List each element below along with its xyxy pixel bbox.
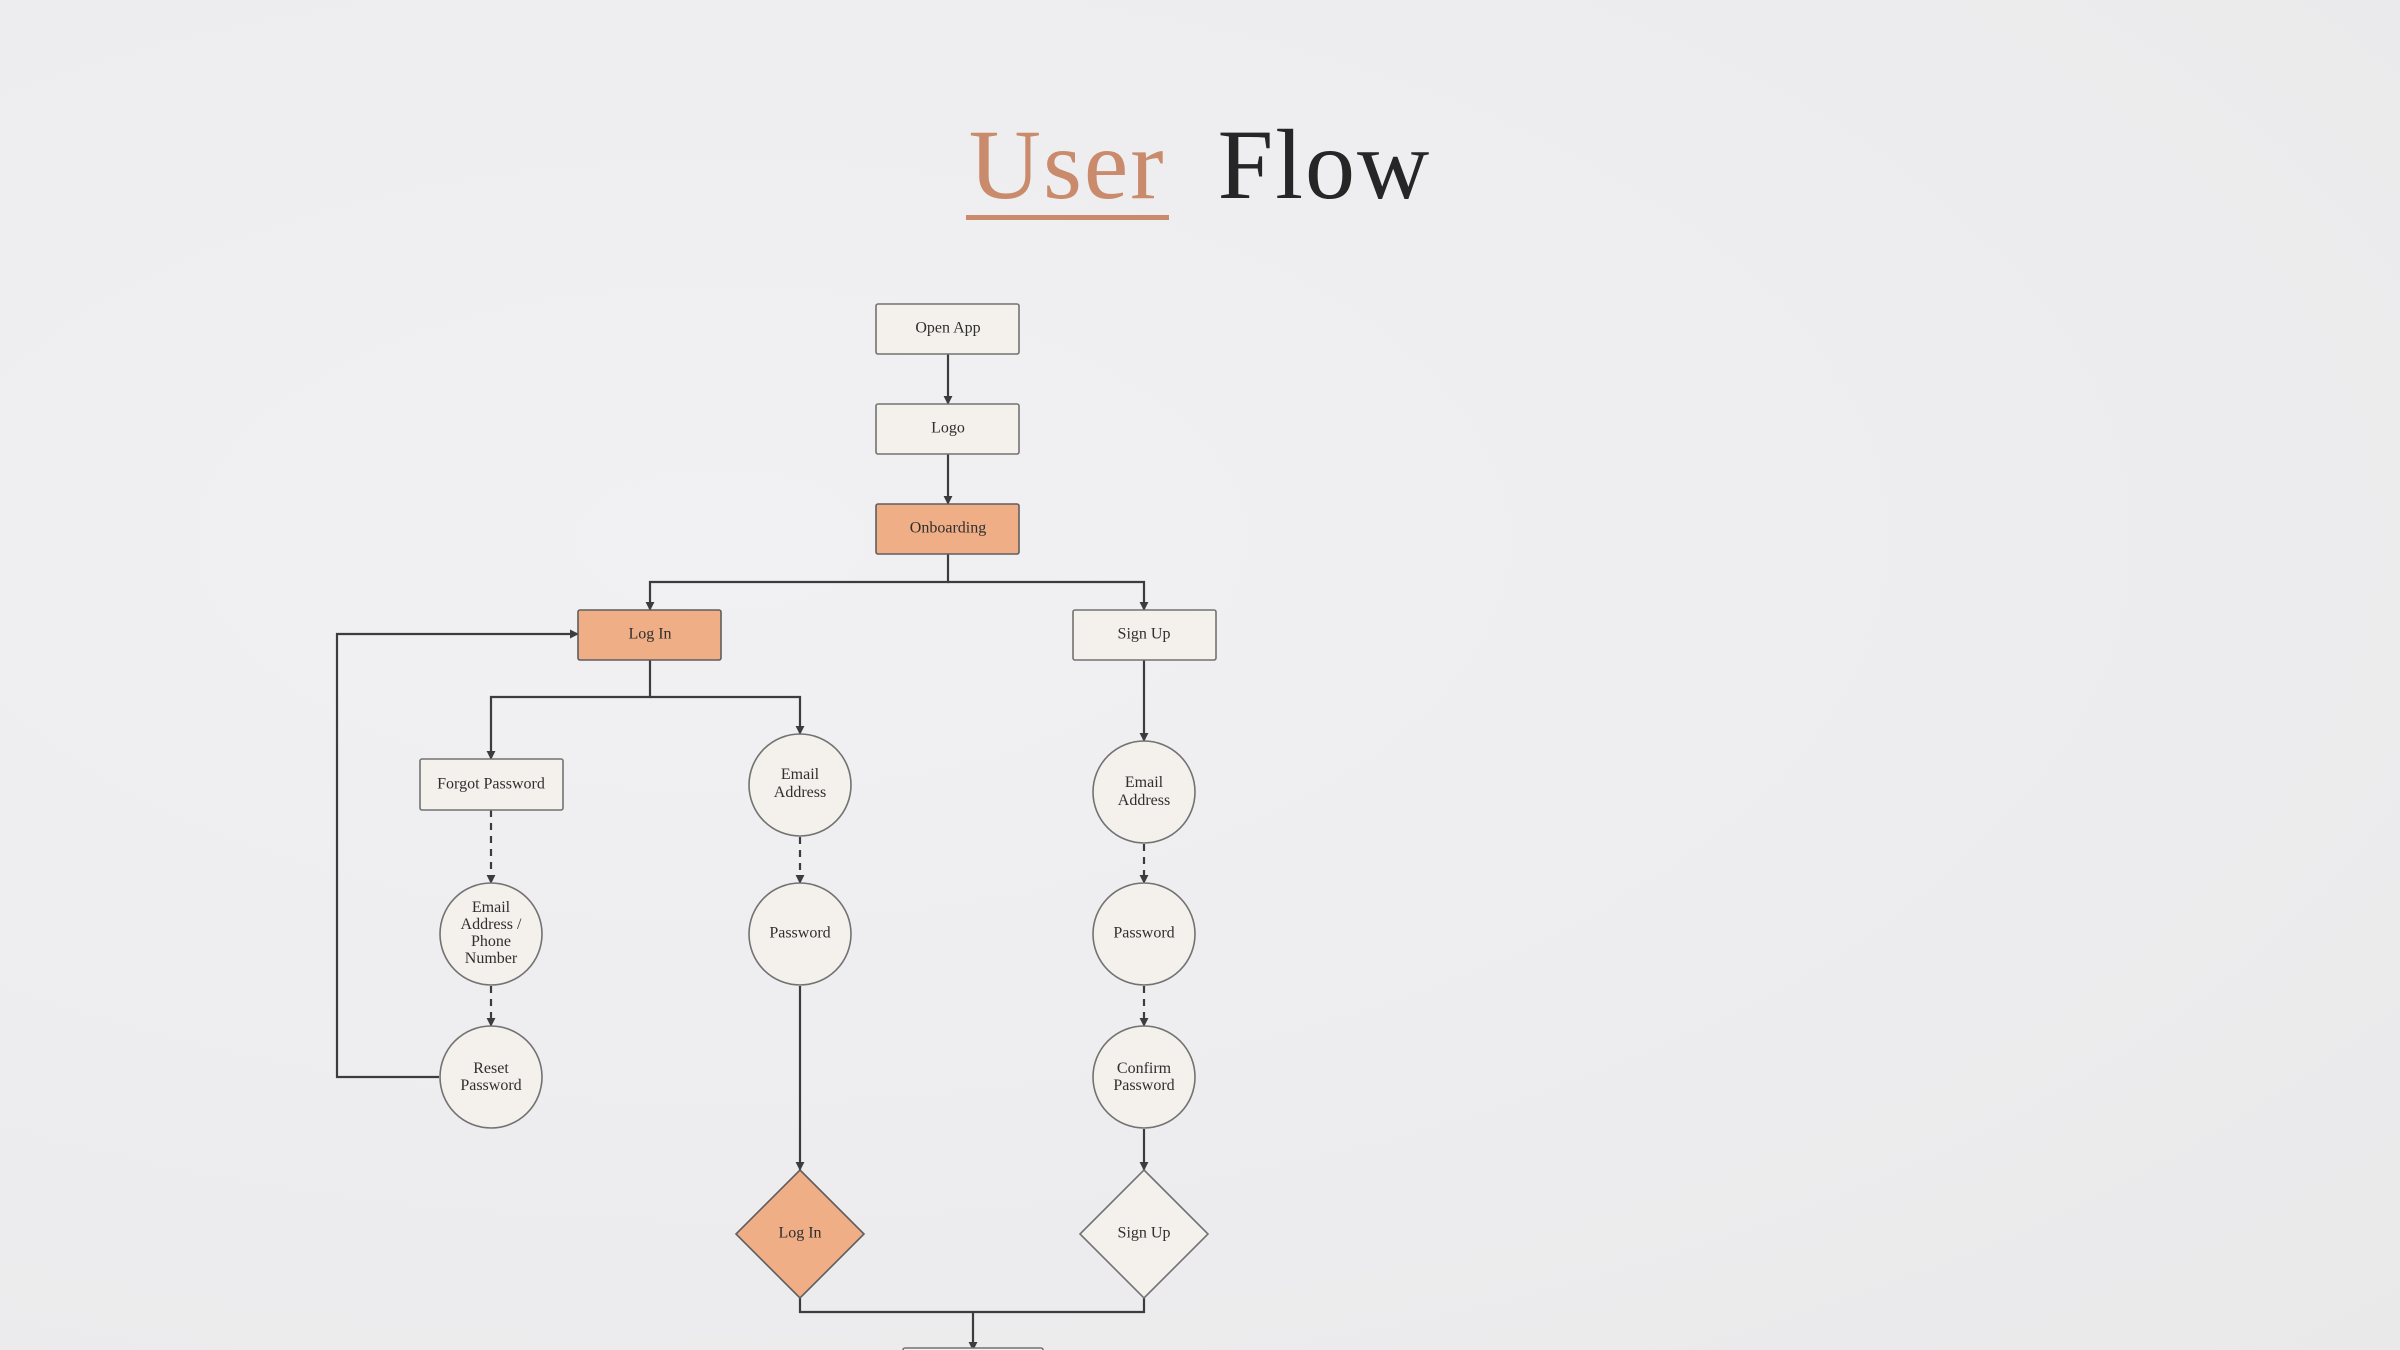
node-forgot-password: Forgot Password: [419, 758, 564, 811]
node-confirm-password-label-1: Confirm: [1117, 1060, 1172, 1077]
node-reset-contact-label-4: Number: [465, 950, 518, 967]
node-onboarding: Onboarding: [875, 503, 1020, 555]
node-logo: Logo: [875, 403, 1020, 455]
edge-login-email: [650, 695, 805, 735]
node-reset-contact-label-1: Email: [472, 899, 511, 916]
title-word-user: User: [965, 100, 1169, 230]
node-signup-email-label-2: Address: [1118, 792, 1170, 809]
node-logo-label: Logo: [931, 420, 965, 437]
node-reset-contact-label-2: Address /: [461, 916, 522, 933]
edge-onboarding-login: [645, 554, 950, 611]
node-open-app-label: Open App: [915, 320, 980, 337]
node-reset-password-label-1: Reset: [473, 1060, 509, 1077]
node-open-app: Open App: [875, 303, 1020, 355]
node-log-in: Log In: [577, 609, 722, 661]
node-login-email-label-2: Address: [774, 784, 826, 801]
page-title: User Flow: [0, 100, 2400, 230]
node-sign-up-label: Sign Up: [1118, 626, 1171, 643]
node-signup-password: Password: [1092, 882, 1196, 986]
node-onboarding-label: Onboarding: [910, 520, 986, 537]
node-sign-up: Sign Up: [1072, 609, 1217, 661]
node-signup-email-label-1: Email: [1125, 774, 1164, 791]
node-forgot-password-label: Forgot Password: [437, 776, 545, 793]
edge-reset-login-loop: [335, 629, 579, 1079]
edge-decisions-merge: [798, 1298, 1146, 1350]
title-word-flow: Flow: [1217, 109, 1432, 220]
node-log-in-label: Log In: [628, 626, 671, 643]
node-sign-up-decision-label: Sign Up: [1118, 1225, 1171, 1242]
node-reset-contact-label-3: Phone: [471, 933, 511, 950]
node-login-password-label: Password: [769, 925, 830, 942]
node-log-in-decision-label: Log In: [778, 1225, 821, 1242]
node-confirm-password-label-2: Password: [1113, 1077, 1174, 1094]
node-login-email-label-1: Email: [781, 766, 820, 783]
node-sign-up-decision: Sign Up: [1078, 1168, 1210, 1300]
node-signup-password-label: Password: [1113, 925, 1174, 942]
edge-onboarding-signup: [948, 580, 1149, 611]
node-log-in-decision: Log In: [734, 1168, 866, 1300]
node-login-password: Password: [748, 882, 852, 986]
edge-login-forgot: [486, 660, 652, 760]
edges: [335, 354, 1149, 1350]
node-reset-password-label-2: Password: [460, 1077, 521, 1094]
